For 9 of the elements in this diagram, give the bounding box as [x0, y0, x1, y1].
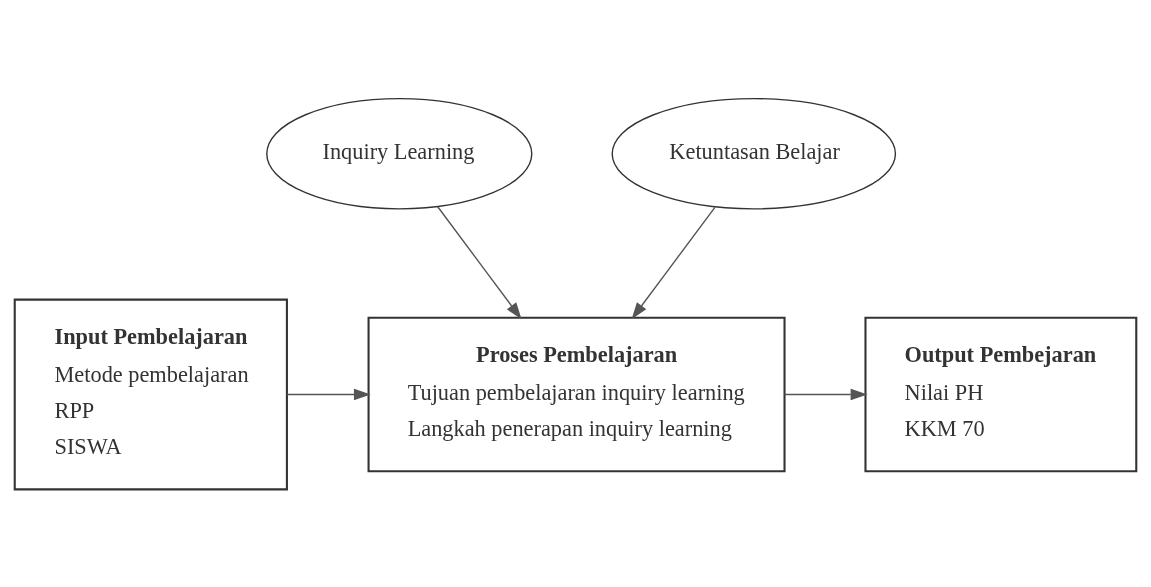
arrow	[783, 388, 868, 400]
arrow	[437, 205, 522, 319]
node-ellipse: Inquiry Learning	[266, 97, 533, 210]
node-box: Input Pembelajaran Metode pembelajaran RPP SISWA	[13, 298, 288, 490]
arrow	[286, 388, 371, 400]
arrow	[631, 206, 716, 319]
node-box: Output Pembejaran Nilai PH KKM 70	[864, 316, 1138, 472]
node-box: Proses Pembelajaran Tujuan pembelajaran inquiry learning Langkah penerapan inquiry learning	[367, 316, 786, 472]
node-ellipse: Ketuntasan Belajar	[611, 97, 897, 210]
